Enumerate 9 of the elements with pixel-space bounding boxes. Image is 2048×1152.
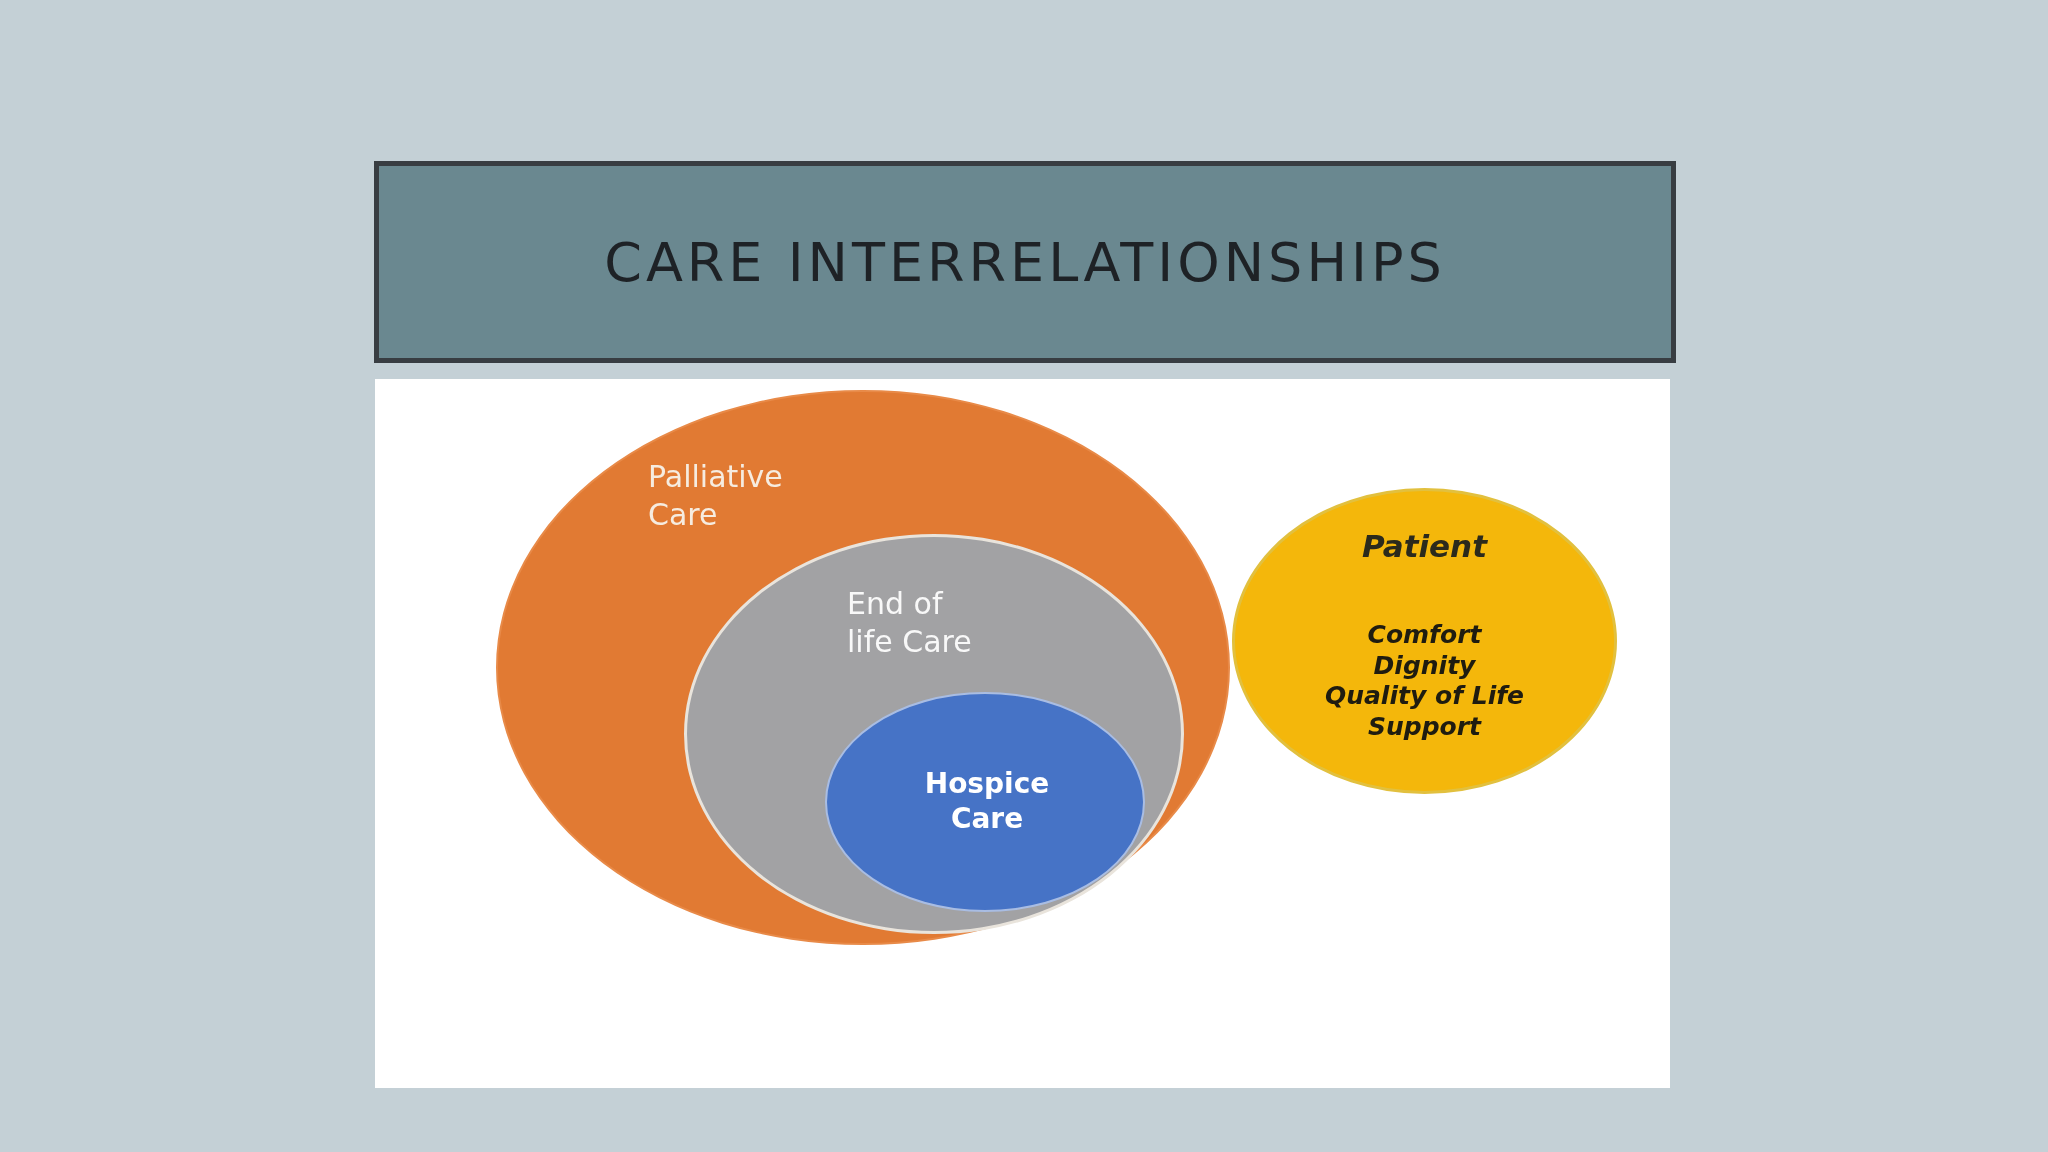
ellipse-heading: Patient	[1362, 527, 1487, 566]
ellipse-label: Hospice Care	[923, 766, 1051, 836]
list-item: Support	[1367, 710, 1482, 742]
list-item: Dignity	[1373, 649, 1476, 681]
slide-title: CARE INTERRELATIONSHIPS	[604, 230, 1446, 294]
ellipse-label: End of life Care	[847, 585, 973, 660]
list-item: Quality of Life	[1324, 680, 1525, 712]
ellipse-label: Palliative Care	[648, 458, 783, 533]
list-item: Comfort	[1367, 619, 1482, 651]
